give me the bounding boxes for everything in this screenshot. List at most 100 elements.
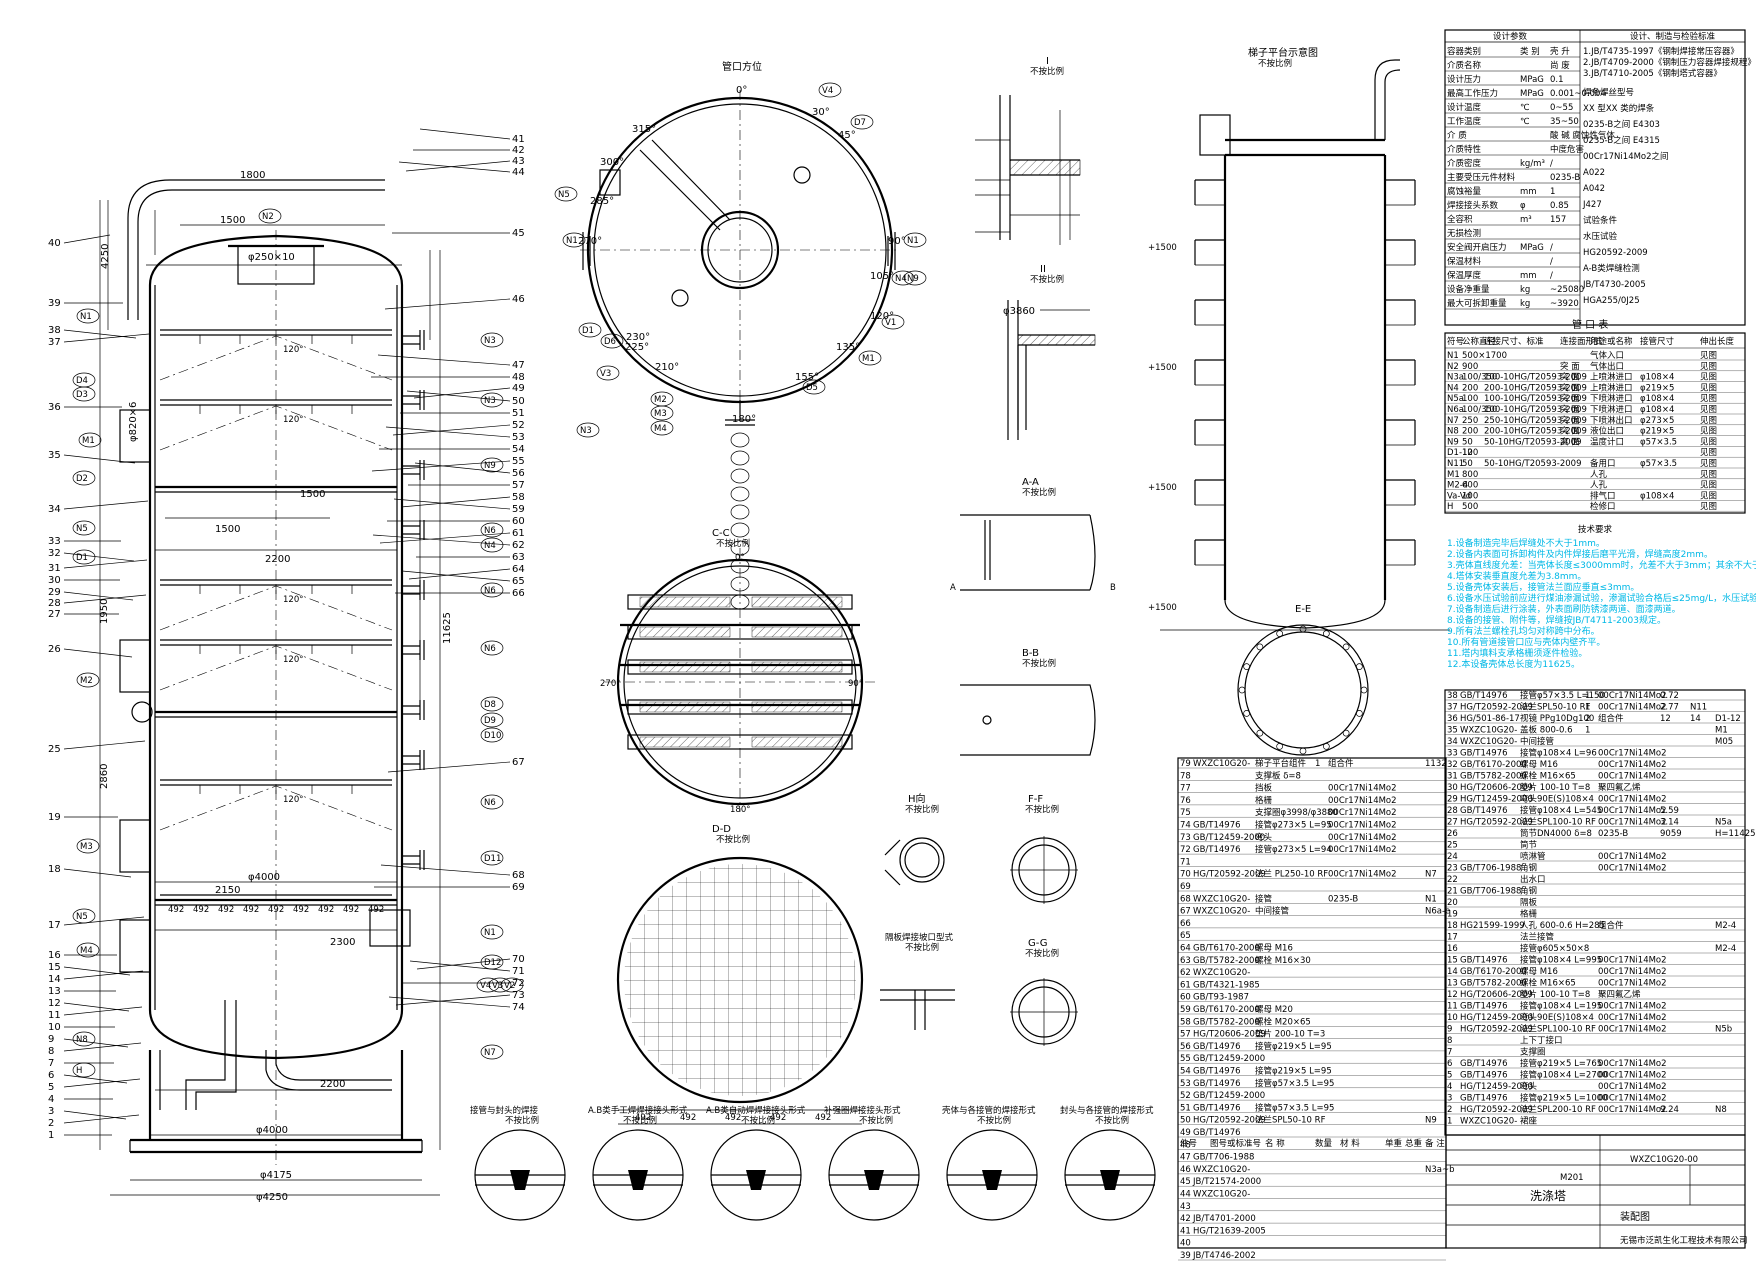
nozzle-table-cell: 见图 xyxy=(1700,394,1717,404)
design-row-unit: MPaG xyxy=(1520,89,1544,99)
nozzle-tag-n1: N1 xyxy=(484,928,496,938)
nozzle-table-cell: 备用口 xyxy=(1590,458,1616,469)
detail-I-scale: 不按比例 xyxy=(1030,66,1064,77)
parts-right-cell: WXZC10G20- xyxy=(1460,1117,1517,1127)
detail-I-title: I xyxy=(1046,56,1049,67)
parts-middle-cell: 1 xyxy=(1315,759,1320,769)
weld-detail-scale: 不按比例 xyxy=(623,1115,657,1126)
spray-angle-label: 120° xyxy=(283,655,303,665)
angle-300deg: 300° xyxy=(600,157,624,168)
parts-header-cell: 件号 xyxy=(1180,1138,1197,1149)
parts-right-cell: GB/T14976 xyxy=(1460,1094,1508,1104)
nozzle-table-cell: 见图 xyxy=(1700,491,1717,501)
bb-scale: 不按比例 xyxy=(1022,658,1056,669)
design-row-label: 介 质 xyxy=(1447,130,1467,141)
parts-right-cell: N5a xyxy=(1715,818,1732,828)
parts-right-cell: 00Cr17Ni14Mo2 xyxy=(1598,760,1667,770)
callout-74: 74 xyxy=(512,1002,525,1013)
nozzle-table-cell: φ108×4 xyxy=(1640,394,1674,404)
parts-middle-cell: JB/T4701-2000 xyxy=(1192,1214,1256,1224)
parts-middle-cell: 垫片 200-10 T=3 xyxy=(1255,1029,1325,1040)
baffle-spacing-dim: 492 xyxy=(343,905,359,915)
parts-middle-cell: GB/T4321-1985 xyxy=(1193,980,1260,990)
title-equipment: 洗涤塔 xyxy=(1530,1189,1566,1203)
weld-detail-title: A.B类手工焊焊接接头形式 xyxy=(588,1105,688,1116)
callout-60: 60 xyxy=(512,516,525,527)
dd-spacing-dim: 492 xyxy=(725,1113,741,1123)
parts-middle-cell: 接管φ273×5 L=95 xyxy=(1255,820,1332,831)
parts-right-cell: HG21599-1999 xyxy=(1460,921,1525,931)
weld-detail-title: A.B类自动焊焊接接头形式 xyxy=(706,1105,806,1116)
nozzle-table-header: 接管尺寸 xyxy=(1640,336,1675,347)
parts-middle-cell: 螺栓 M20×65 xyxy=(1255,1016,1311,1027)
parts-middle-cell: 法兰 PL250-10 RF xyxy=(1255,869,1328,880)
nozzle-table-cell: N1 xyxy=(1447,351,1459,361)
nozzle-table-cell: 见图 xyxy=(1700,373,1717,383)
nozzle-tag-d11: D11 xyxy=(484,854,501,864)
parts-right-cell: 接管φ219×5 L=1000 xyxy=(1520,1093,1608,1104)
parts-header-cell: 数量 xyxy=(1315,1138,1333,1149)
parts-middle-cell: 78 xyxy=(1180,771,1191,781)
callout-57: 57 xyxy=(512,480,525,491)
section-c-c-view: C-C 不按比例 0° 90° 180° 270° xyxy=(600,528,875,815)
angle-315deg: 315° xyxy=(632,124,656,135)
parts-middle-cell: WXZC10G20- xyxy=(1193,894,1250,904)
parts-middle-cell: 00Cr17Ni14Mo2 xyxy=(1328,796,1397,806)
parts-right-cell: 格栅 xyxy=(1520,909,1538,920)
angle-0deg: 0° xyxy=(736,85,747,96)
section-g-g: G-G 不按比例 xyxy=(1010,938,1078,1046)
nozzle-table-cell: 100/350 xyxy=(1462,373,1497,383)
parts-right-cell: HG/T20592-2009 xyxy=(1460,1025,1533,1035)
callout-7: 7 xyxy=(48,1058,54,1069)
callout-1: 1 xyxy=(48,1130,54,1141)
tech-req-line: 3.壳体直线度允差：当壳体长度≤3000mm时，允差不大于3mm；其余不大于8m… xyxy=(1447,559,1756,571)
callout-32: 32 xyxy=(48,548,61,559)
design-row-label: 工作温度 xyxy=(1447,116,1482,127)
parts-right-cell: 14 xyxy=(1690,714,1701,724)
parts-middle-cell: 00Cr17Ni14Mo2 xyxy=(1328,833,1397,843)
spray-angle-label: 120° xyxy=(283,415,303,425)
callout-10: 10 xyxy=(48,1022,61,1033)
cc-90deg: 90° xyxy=(848,679,863,689)
parts-middle-cell: GB/T6170-2000 xyxy=(1193,944,1260,954)
nozzle-table-cell: 下喷淋出口 xyxy=(1590,415,1633,426)
parts-right-cell: 00Cr17Ni14Mo2 xyxy=(1598,1105,1667,1115)
parts-middle-cell: 55 xyxy=(1180,1054,1191,1064)
callout-42: 42 xyxy=(512,145,525,156)
design-row-unit: kg xyxy=(1520,299,1530,309)
nozzle-table-cell: φ108×4 xyxy=(1640,491,1674,501)
parts-right-cell: 视镜 PPg10Dg100 xyxy=(1520,713,1594,724)
callout-15: 15 xyxy=(48,962,61,973)
cc-180deg: 180° xyxy=(730,805,750,815)
parts-right-cell: 接管φ605×50×8 xyxy=(1520,943,1589,954)
callout-46: 46 xyxy=(512,294,525,305)
parts-right-cell: 法兰SPL100-10 RF xyxy=(1520,1024,1596,1035)
nozzle-table-cell: 突 面 xyxy=(1560,361,1580,372)
parts-middle-cell: 77 xyxy=(1180,784,1191,794)
left-part-callouts: 4039383736353433323130292827262519181716… xyxy=(48,238,61,1141)
design-row-unit: mm xyxy=(1520,187,1537,197)
design-row-label: 设备净重量 xyxy=(1447,284,1490,295)
parts-right-cell: 弯头90E(S)108×4 xyxy=(1520,1012,1594,1023)
parts-middle-cell: GB/T5782-2000 xyxy=(1193,1017,1260,1027)
nozzle-table-cell: 100 xyxy=(1462,394,1478,404)
parts-right-cell: 2.77 xyxy=(1660,703,1679,713)
nozzle-tag-d1: D1 xyxy=(76,553,88,563)
tech-req-line: 2.设备内表面可拆卸构件及内件焊接后磨平光滑，焊缝高度2mm。 xyxy=(1447,548,1713,560)
design-row-value: 0.1 xyxy=(1550,75,1564,85)
parts-right-cell: 9 xyxy=(1447,1025,1452,1035)
parts-middle-cell: 70 xyxy=(1180,870,1191,880)
callout-16: 16 xyxy=(48,950,61,961)
parts-middle-cell: 58 xyxy=(1180,1017,1191,1027)
parts-right-cell: 接管φ57×3.5 L=150 xyxy=(1520,690,1605,701)
design-note: J427 xyxy=(1582,200,1602,210)
nozzle-table-cell: 50 xyxy=(1462,437,1473,447)
nozzle-table-title: 管 口 表 xyxy=(1572,318,1608,331)
nozzle-table-cell: 见图 xyxy=(1700,481,1717,491)
parts-right-cell: 00Cr17Ni14Mo2 xyxy=(1598,806,1667,816)
nozzle-tag-m4: M4 xyxy=(654,424,667,434)
dim-2150: 2150 xyxy=(215,885,240,896)
parts-middle-cell: 中间接管 xyxy=(1255,906,1289,917)
callout-3: 3 xyxy=(48,1106,54,1117)
detail-II-scale: 不按比例 xyxy=(1030,274,1064,285)
